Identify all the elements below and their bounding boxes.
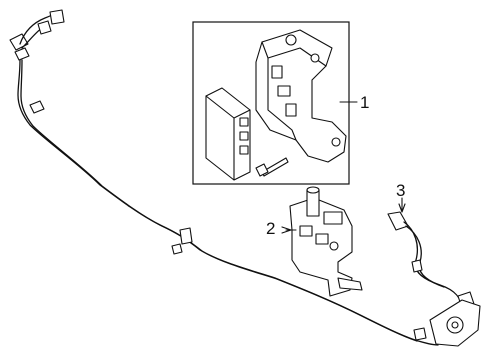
part-1-group [192, 21, 358, 185]
control-module [205, 87, 251, 181]
part-1-box [192, 21, 350, 185]
part-3-group [387, 197, 481, 347]
part-2-group [281, 186, 363, 297]
wiring-harness [9, 9, 439, 346]
callout-3: 3 [396, 181, 406, 200]
callout-1: 1 [360, 93, 370, 112]
sensor-connector [387, 211, 409, 231]
callout-2: 2 [266, 219, 276, 238]
mounting-bracket [255, 29, 347, 163]
